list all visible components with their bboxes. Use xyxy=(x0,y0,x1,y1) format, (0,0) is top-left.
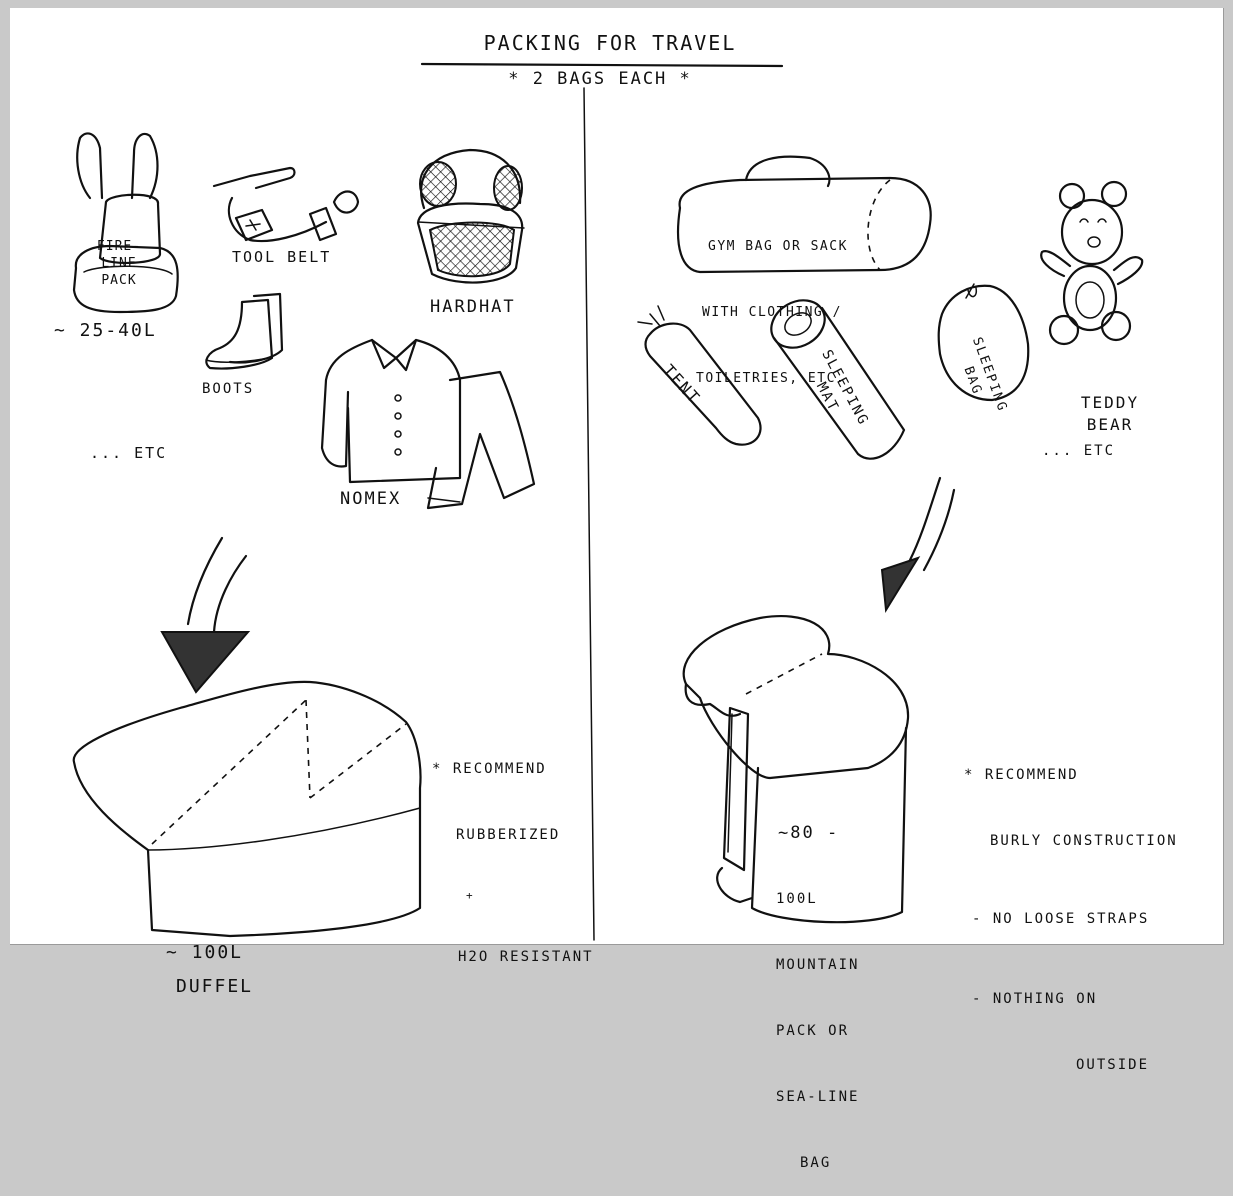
left-recommend-note: * RECOMMEND RUBBERIZED + H2O RESISTANT xyxy=(432,714,594,990)
pack-volume-label: ~ 25-40L xyxy=(54,320,157,342)
page-title: PACKING FOR TRAVEL xyxy=(450,32,770,54)
left-down-arrow xyxy=(162,538,248,692)
sketch-page: PACKING FOR TRAVEL * 2 BAGS EACH * FIRE-… xyxy=(10,8,1224,945)
boots-icon xyxy=(206,294,282,369)
teddy-bear-icon xyxy=(1041,182,1142,344)
nomex-icon xyxy=(322,340,534,508)
boots-label: BOOTS xyxy=(202,378,254,400)
right-etc-label: ... ETC xyxy=(1042,440,1115,462)
mountain-pack-label: ~80 - 100L MOUNTAIN PACK OR SEA-LINE BAG xyxy=(776,778,859,1196)
page-subtitle: * 2 BAGS EACH * xyxy=(460,68,740,90)
hardhat-label: HARDHAT xyxy=(430,296,516,318)
scan-background: PACKING FOR TRAVEL * 2 BAGS EACH * FIRE-… xyxy=(0,0,1233,958)
hardhat-icon xyxy=(418,150,524,283)
nomex-label: NOMEX xyxy=(340,488,401,510)
right-recommend-note: * RECOMMEND BURLY CONSTRUCTION - NO LOOS… xyxy=(964,720,1178,1098)
title-underline xyxy=(422,64,782,66)
tool-belt-icon xyxy=(214,168,358,241)
right-down-arrow xyxy=(882,478,954,610)
left-etc-label: ... ETC xyxy=(90,442,167,464)
tool-belt-label: TOOL BELT xyxy=(232,246,331,268)
